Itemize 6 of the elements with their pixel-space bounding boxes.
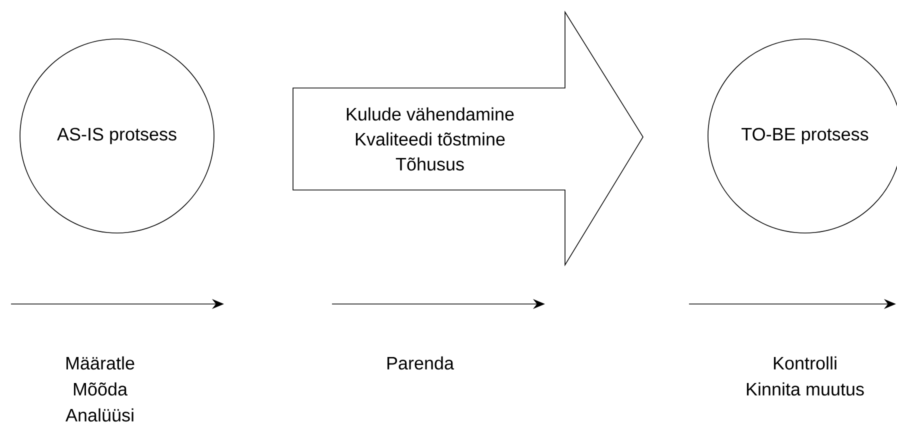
step-label: Mõõda <box>74 382 128 396</box>
step-label: Kontrolli <box>774 356 836 370</box>
step-label: Parenda <box>387 356 454 370</box>
step-label: Kinnita muutus <box>746 382 864 396</box>
step-label: Määratle <box>66 356 134 370</box>
step-label: Analüüsi <box>66 408 134 422</box>
